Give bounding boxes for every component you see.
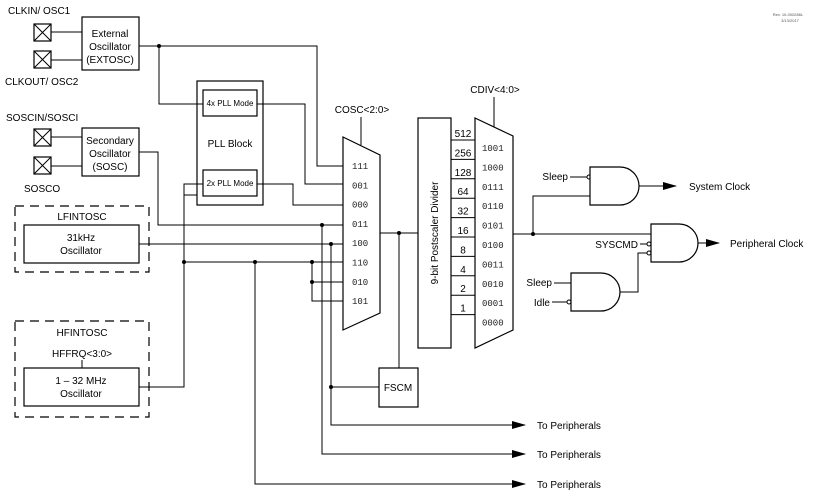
pin-clkout-icon [33, 50, 52, 69]
cdiv-code: 1000 [482, 163, 504, 173]
cosc-input-code: 110 [352, 259, 368, 269]
hfintosc-group [14, 320, 150, 418]
cdiv-code: 0011 [482, 260, 504, 270]
lfintosc-group [14, 205, 150, 273]
cdiv-code: 0110 [482, 202, 504, 212]
cosc-input-code: 001 [352, 181, 368, 191]
cosc-input-code: 011 [352, 220, 368, 230]
pin-sosco-label: SOSCO [24, 184, 60, 195]
system-clock-label: System Clock [689, 182, 751, 193]
sleep-label-2: Sleep [526, 278, 552, 289]
postscaler-divider [417, 117, 452, 349]
extosc-label-2: Oscillator [89, 42, 131, 53]
extosc-label-1: External [92, 29, 129, 40]
syscmd-label: SYSCMD [595, 240, 638, 251]
peripheral-clock-label: Peripheral Clock [730, 239, 804, 250]
hfintosc-label-1: 1 – 32 MHz [55, 376, 106, 387]
sosc-label-1: Secondary [86, 136, 134, 147]
fscm-label: FSCM [384, 383, 412, 394]
pin-clkin-icon [33, 23, 52, 42]
lfintosc-block [23, 224, 140, 264]
cdiv-code: 0010 [482, 280, 504, 290]
cdiv-mux [474, 117, 514, 349]
cosc-input-code: 100 [352, 239, 368, 249]
lfintosc-title: LFINTOSC [57, 212, 106, 223]
sleep-label-1: Sleep [542, 172, 568, 183]
cdiv-select-label: CDIV<4:0> [470, 85, 520, 96]
sosc-block [81, 127, 140, 177]
cdiv-code: 0001 [482, 299, 504, 309]
cdiv-code: 0111 [482, 183, 504, 193]
cdiv-code: 1001 [482, 144, 504, 154]
divider-tap-label: 128 [455, 168, 472, 179]
cosc-mux [342, 136, 381, 331]
hfintosc-title: HFINTOSC [57, 328, 108, 339]
cosc-input-code: 111 [352, 162, 368, 172]
pin-clkout-label: CLKOUT/ OSC2 [5, 77, 79, 88]
lfintosc-label-2: Oscillator [60, 246, 102, 257]
sleep-idle-and-gate [570, 272, 621, 312]
peripheral-clock-and-gate [650, 223, 699, 263]
lfintosc-label-1: 31kHz [67, 233, 95, 244]
pll-4x-label: 4x PLL Mode [207, 99, 254, 108]
hfffrq-label: HFFRQ<3:0> [52, 349, 112, 360]
idle-label: Idle [534, 298, 551, 309]
pin-sosci-icon [33, 128, 52, 147]
divider-tap-label: 1 [460, 304, 466, 315]
to-peripherals-label-3: To Peripherals [537, 480, 601, 491]
to-peripherals-label-2: To Peripherals [537, 450, 601, 461]
cosc-input-code: 010 [352, 278, 368, 288]
hfintosc-label-2: Oscillator [60, 389, 102, 400]
pin-clkin-label: CLKIN/ OSC1 [8, 6, 71, 17]
cosc-select-label: COSC<2:0> [335, 105, 390, 116]
hfintosc-block [23, 367, 140, 407]
extosc-block [81, 16, 140, 71]
cdiv-code: 0100 [482, 241, 504, 251]
cosc-input-code: 101 [352, 297, 368, 307]
cdiv-code: 0101 [482, 222, 504, 232]
divider-tap-label: 4 [460, 265, 466, 276]
divider-tap-label: 64 [457, 187, 469, 198]
postscaler-label: 9-bit Postscaler Divider [430, 181, 441, 284]
pll-block-title: PLL Block [208, 139, 254, 150]
divider-tap-label: 8 [460, 245, 466, 256]
divider-tap-label: 2 [460, 284, 466, 295]
pin-sosci-label: SOSCIN/SOSCI [6, 113, 78, 124]
revision-number: Rev. 10-000286L [773, 12, 804, 17]
sosc-label-2: Oscillator [89, 149, 131, 160]
divider-tap-label: 16 [457, 226, 469, 237]
cosc-input-code: 000 [352, 201, 368, 211]
revision-date: 3/13/2017 [781, 18, 800, 23]
pll-4x-mode [202, 89, 258, 117]
pll-2x-mode [202, 169, 258, 197]
divider-tap-label: 32 [457, 207, 469, 218]
to-peripherals-label-1: To Peripherals [537, 421, 601, 432]
pll-2x-label: 2x PLL Mode [207, 179, 254, 188]
pin-sosco-icon [33, 156, 52, 175]
system-clock-and-gate [589, 166, 640, 206]
sosc-label-3: (SOSC) [93, 162, 128, 173]
divider-tap-label: 256 [455, 148, 472, 159]
divider-tap-label: 512 [455, 129, 472, 140]
cdiv-code: 0000 [482, 319, 504, 329]
fscm-block [378, 367, 419, 408]
extosc-label-3: (EXTOSC) [86, 55, 134, 66]
